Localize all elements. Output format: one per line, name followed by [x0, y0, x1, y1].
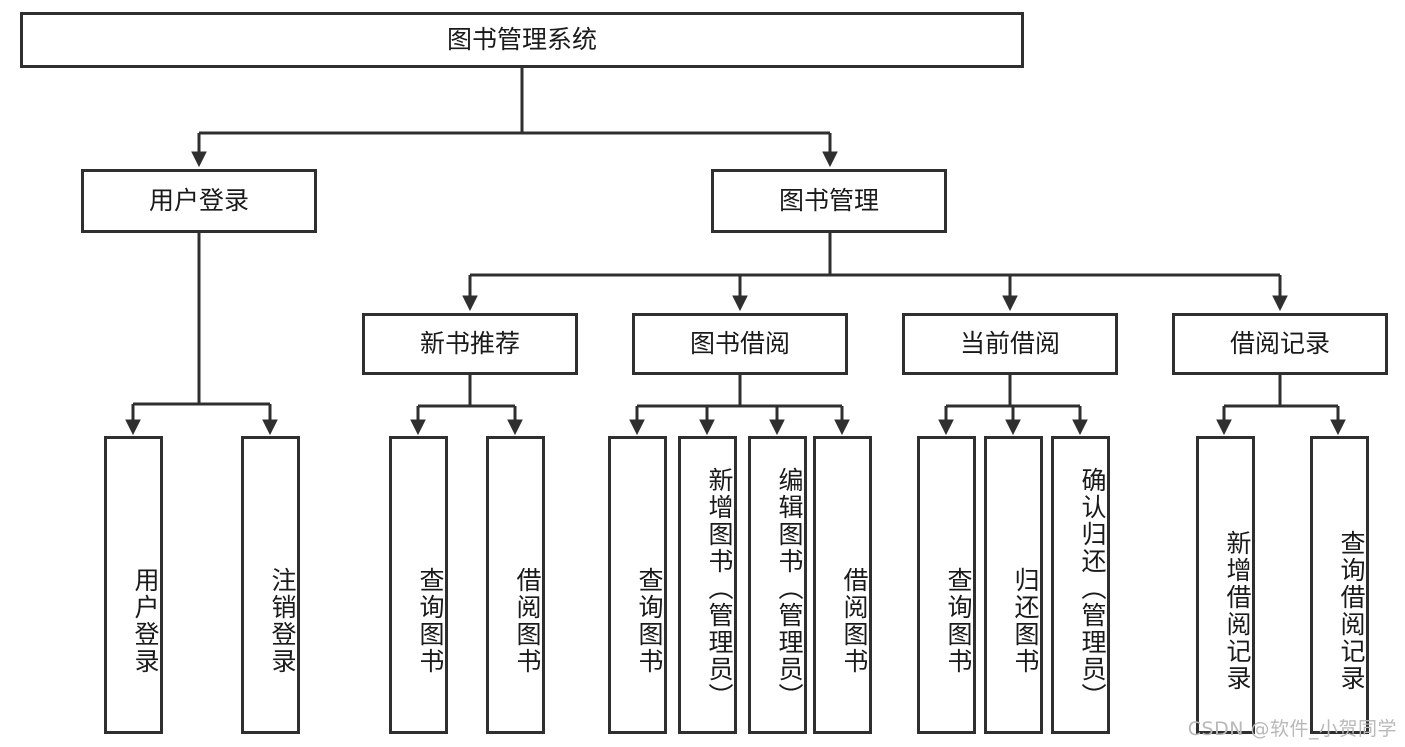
node-label: 用户登录: [131, 567, 160, 675]
leaf-current-return-book[interactable]: 归还图书: [984, 436, 1043, 734]
leaf-recommend-query-book[interactable]: 查询图书: [389, 436, 448, 734]
node-label: 编辑图书（管理员）: [775, 466, 804, 710]
watermark-text: CSDN @软件_小贺同学: [1187, 718, 1397, 740]
node-label: 注销登录: [268, 567, 297, 675]
leaf-current-confirm-return-admin[interactable]: 确认归还（管理员）: [1051, 436, 1110, 734]
leaf-borrow-query-book[interactable]: 查询图书: [608, 436, 667, 734]
node-label: 图书管理系统: [446, 25, 597, 55]
node-borrow-record[interactable]: 借阅记录: [1172, 313, 1388, 375]
node-current-borrow[interactable]: 当前借阅: [902, 313, 1118, 375]
node-label: 归还图书: [1011, 567, 1040, 675]
leaf-borrow-edit-book-admin[interactable]: 编辑图书（管理员）: [748, 436, 807, 734]
leaf-current-query-book[interactable]: 查询图书: [917, 436, 976, 734]
node-label: 图书管理: [778, 186, 879, 216]
node-label: 用户登录: [148, 186, 249, 216]
node-label: 新增图书（管理员）: [705, 466, 734, 710]
leaf-recommend-borrow-book[interactable]: 借阅图书: [486, 436, 545, 734]
node-label: 查询图书: [944, 567, 973, 675]
leaf-user-logout[interactable]: 注销登录: [241, 436, 300, 734]
node-label: 确认归还（管理员）: [1078, 466, 1107, 710]
node-user-login[interactable]: 用户登录: [81, 169, 317, 233]
leaf-borrow-add-book-admin[interactable]: 新增图书（管理员）: [678, 436, 737, 734]
node-label: 查询图书: [635, 567, 664, 675]
node-new-book-recommend[interactable]: 新书推荐: [362, 313, 578, 375]
leaf-record-query-borrow-record[interactable]: 查询借阅记录: [1310, 436, 1369, 734]
node-label: 借阅图书: [513, 567, 542, 675]
node-label: 新增借阅记录: [1223, 530, 1252, 692]
node-label: 查询图书: [416, 567, 445, 675]
node-label: 查询借阅记录: [1337, 530, 1366, 692]
leaf-borrow-borrow-book[interactable]: 借阅图书: [813, 436, 872, 734]
leaf-user-login[interactable]: 用户登录: [104, 436, 163, 734]
node-label: 图书借阅: [689, 329, 790, 359]
leaf-record-add-borrow-record[interactable]: 新增借阅记录: [1196, 436, 1255, 734]
node-label: 借阅记录: [1229, 329, 1330, 359]
node-book-management[interactable]: 图书管理: [711, 169, 947, 233]
node-label: 当前借阅: [959, 329, 1060, 359]
node-root-system[interactable]: 图书管理系统: [20, 12, 1024, 68]
node-label: 新书推荐: [419, 329, 520, 359]
node-label: 借阅图书: [840, 567, 869, 675]
node-book-borrow[interactable]: 图书借阅: [632, 313, 848, 375]
